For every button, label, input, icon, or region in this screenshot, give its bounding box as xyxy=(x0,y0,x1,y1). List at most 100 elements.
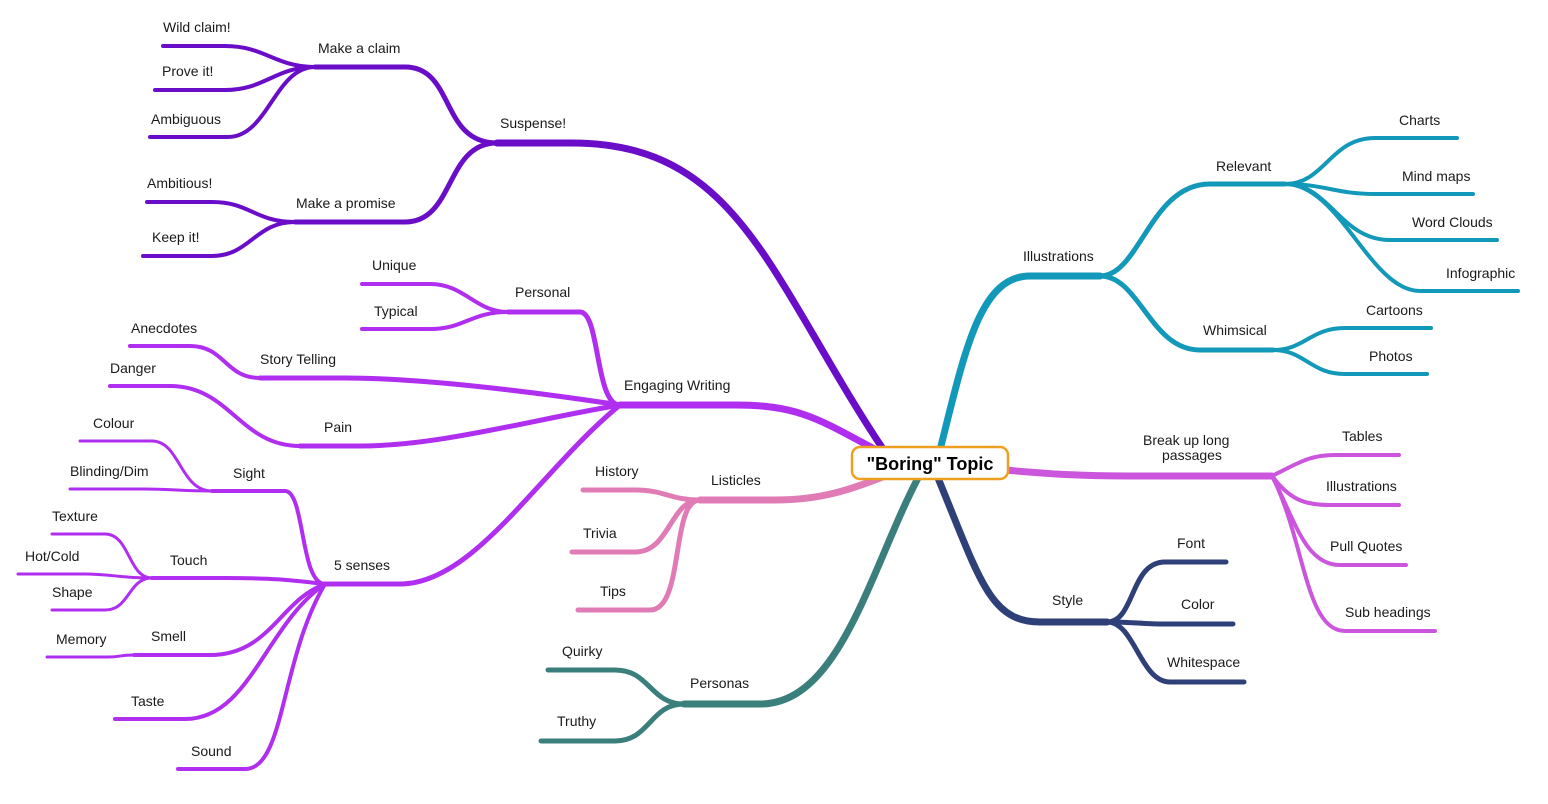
link-5senses-sound xyxy=(176,582,327,771)
link-make-claim-ambiguous xyxy=(148,65,317,139)
node-pain[interactable]: Pain xyxy=(324,419,352,435)
link-engaging-5senses xyxy=(322,402,623,587)
link-style-font xyxy=(1104,559,1229,625)
node-break-up-line1[interactable]: Break up long xyxy=(1143,432,1229,448)
link-listicles-tips xyxy=(575,497,703,613)
node-tables[interactable]: Tables xyxy=(1342,428,1382,444)
link-personal-typical xyxy=(360,310,510,331)
node-hot-cold[interactable]: Hot/Cold xyxy=(25,548,79,564)
branch-style xyxy=(934,474,1247,685)
node-engaging-writing[interactable]: Engaging Writing xyxy=(624,377,730,393)
node-cartoons[interactable]: Cartoons xyxy=(1366,302,1423,318)
link-root-listicles xyxy=(696,472,889,504)
node-ambiguous[interactable]: Ambiguous xyxy=(151,111,221,127)
node-illustrations[interactable]: Illustrations xyxy=(1023,248,1094,264)
link-root-breakup xyxy=(1001,466,1276,480)
node-pull-quotes[interactable]: Pull Quotes xyxy=(1330,538,1402,554)
root-node-box xyxy=(850,445,1010,481)
link-root-illustrations xyxy=(936,272,1104,454)
link-touch-hotcold xyxy=(16,572,154,580)
link-whimsical-photos xyxy=(1271,348,1429,376)
node-5-senses[interactable]: 5 senses xyxy=(334,557,390,573)
link-relevant-infographic xyxy=(1283,182,1520,293)
node-charts[interactable]: Charts xyxy=(1399,112,1440,128)
node-memory[interactable]: Memory xyxy=(56,631,107,647)
node-mind-maps[interactable]: Mind maps xyxy=(1402,168,1470,184)
node-infographic[interactable]: Infographic xyxy=(1446,265,1515,281)
link-breakup-tables xyxy=(1270,453,1401,478)
branch-personas xyxy=(538,474,922,744)
root-node[interactable]: "Boring" Topic xyxy=(850,445,1010,481)
node-wild-claim[interactable]: Wild claim! xyxy=(163,19,231,35)
link-pain-danger xyxy=(108,384,302,448)
node-shape[interactable]: Shape xyxy=(52,584,93,600)
root-node-label: "Boring" Topic xyxy=(867,454,994,474)
branch-illustrations xyxy=(936,136,1520,454)
link-whimsical-cartoons xyxy=(1271,326,1433,352)
node-suspense[interactable]: Suspense! xyxy=(500,115,566,131)
node-anecdotes[interactable]: Anecdotes xyxy=(131,320,197,336)
node-colour[interactable]: Colour xyxy=(93,415,135,431)
node-personal[interactable]: Personal xyxy=(515,284,570,300)
link-personas-quirky xyxy=(545,667,687,707)
node-sight[interactable]: Sight xyxy=(233,465,265,481)
link-engaging-story xyxy=(257,375,623,408)
node-make-claim[interactable]: Make a claim xyxy=(318,40,400,56)
branch-suspense xyxy=(141,44,889,456)
link-illustrations-relevant xyxy=(1097,181,1288,279)
link-smell-memory xyxy=(45,653,136,659)
node-font[interactable]: Font xyxy=(1177,535,1205,551)
link-make-promise-ambitious xyxy=(145,200,297,224)
node-trivia[interactable]: Trivia xyxy=(583,525,617,541)
link-root-engaging xyxy=(616,401,884,456)
node-unique[interactable]: Unique xyxy=(372,257,417,273)
node-blinding-dim[interactable]: Blinding/Dim xyxy=(70,463,149,479)
link-relevant-charts xyxy=(1283,136,1459,186)
link-story-anecdotes xyxy=(128,344,262,380)
node-touch[interactable]: Touch xyxy=(170,552,207,568)
node-typical[interactable]: Typical xyxy=(374,303,418,319)
node-personas[interactable]: Personas xyxy=(690,675,749,691)
node-history[interactable]: History xyxy=(595,463,639,479)
node-danger[interactable]: Danger xyxy=(110,360,156,376)
node-sub-headings[interactable]: Sub headings xyxy=(1345,604,1431,620)
node-tips[interactable]: Tips xyxy=(600,583,626,599)
node-smell[interactable]: Smell xyxy=(151,628,186,644)
link-sight-colour xyxy=(78,439,214,493)
node-prove-it[interactable]: Prove it! xyxy=(162,63,213,79)
link-root-suspense xyxy=(493,139,889,456)
link-style-whitespace xyxy=(1104,619,1247,685)
link-5senses-taste xyxy=(113,582,327,721)
node-ambitious[interactable]: Ambitious! xyxy=(147,175,212,191)
node-style[interactable]: Style xyxy=(1052,592,1083,608)
labels: Suspense! Make a claim Wild claim! Prove… xyxy=(25,19,1515,759)
node-taste[interactable]: Taste xyxy=(131,693,165,709)
branch-engaging-writing xyxy=(16,282,884,771)
node-sound[interactable]: Sound xyxy=(191,743,231,759)
node-texture[interactable]: Texture xyxy=(52,508,98,524)
link-5senses-touch xyxy=(150,576,327,586)
node-make-promise[interactable]: Make a promise xyxy=(296,195,396,211)
link-5senses-sight xyxy=(210,489,327,586)
node-word-clouds[interactable]: Word Clouds xyxy=(1412,214,1493,230)
node-relevant[interactable]: Relevant xyxy=(1216,158,1271,174)
link-style-color xyxy=(1104,619,1236,627)
node-photos[interactable]: Photos xyxy=(1369,348,1413,364)
node-keep-it[interactable]: Keep it! xyxy=(152,229,199,245)
node-break-up-line2[interactable]: passages xyxy=(1162,447,1222,463)
link-breakup-subheadings xyxy=(1270,474,1437,633)
link-suspense-make-claim xyxy=(312,64,500,146)
link-5senses-smell xyxy=(132,582,327,657)
node-quirky[interactable]: Quirky xyxy=(562,643,602,659)
node-listicles[interactable]: Listicles xyxy=(711,472,761,488)
node-whimsical[interactable]: Whimsical xyxy=(1203,322,1267,338)
node-whitespace[interactable]: Whitespace xyxy=(1167,654,1240,670)
node-truthy[interactable]: Truthy xyxy=(557,713,596,729)
node-story-telling[interactable]: Story Telling xyxy=(260,351,336,367)
link-root-personas xyxy=(680,474,922,708)
node-illustrations-2[interactable]: Illustrations xyxy=(1326,478,1397,494)
node-color[interactable]: Color xyxy=(1181,596,1215,612)
link-make-promise-keep xyxy=(141,220,297,258)
link-illustrations-whimsical xyxy=(1097,273,1276,353)
